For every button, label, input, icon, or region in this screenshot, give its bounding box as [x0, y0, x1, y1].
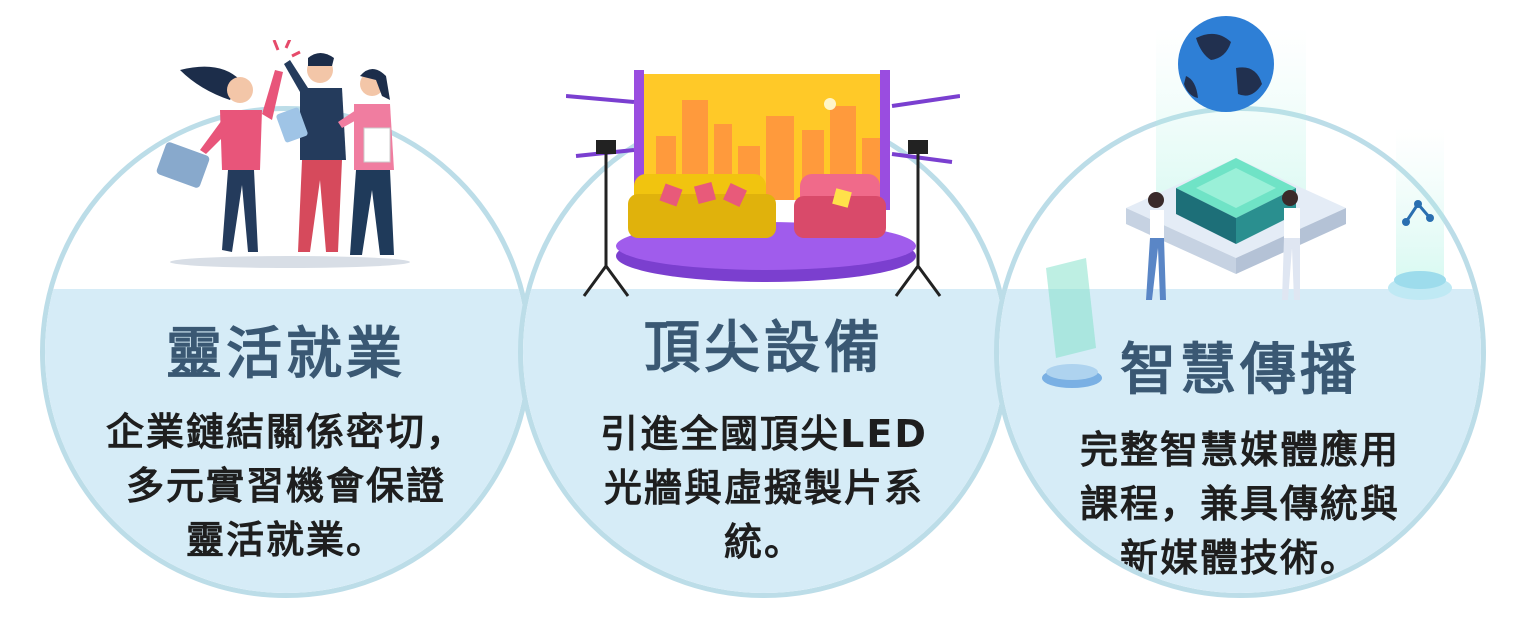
studio-stage-icon	[566, 70, 960, 297]
team-high-five-icon	[156, 40, 410, 268]
card-description: 完整智慧媒體應用 課程，兼具傳統與 新媒體技術。	[999, 423, 1481, 585]
desc-line: 企業鏈結關係密切，	[105, 410, 466, 454]
circle-lower-fill	[45, 289, 527, 593]
card-description: 企業鏈結關係密切， 多元實習機會保證 靈活就業。	[45, 405, 527, 567]
card-description: 引進全國頂尖LED 光牆與虛擬製片系 統。	[523, 407, 1005, 569]
card-flexible-employment: 靈活就業 企業鏈結關係密切， 多元實習機會保證 靈活就業。	[40, 106, 532, 598]
desc-line: 多元實習機會保證	[125, 464, 446, 508]
card-title: 智慧傳播	[1120, 338, 1360, 403]
card-title: 靈活就業	[166, 322, 406, 387]
desc-line: 靈活就業。	[185, 518, 386, 562]
desc-line: 光牆與虛擬製片系	[603, 466, 924, 510]
desc-line: 統。	[723, 520, 804, 564]
desc-line: 完整智慧媒體應用	[1079, 428, 1400, 472]
card-title: 頂尖設備	[644, 316, 884, 381]
smart-chip-globe-icon	[1042, 16, 1452, 388]
desc-line: 引進全國頂尖LED	[600, 412, 928, 456]
circle-lower-fill	[523, 289, 1005, 593]
desc-line: 新媒體技術。	[1119, 536, 1360, 580]
desc-line: 課程，兼具傳統與	[1079, 482, 1400, 526]
